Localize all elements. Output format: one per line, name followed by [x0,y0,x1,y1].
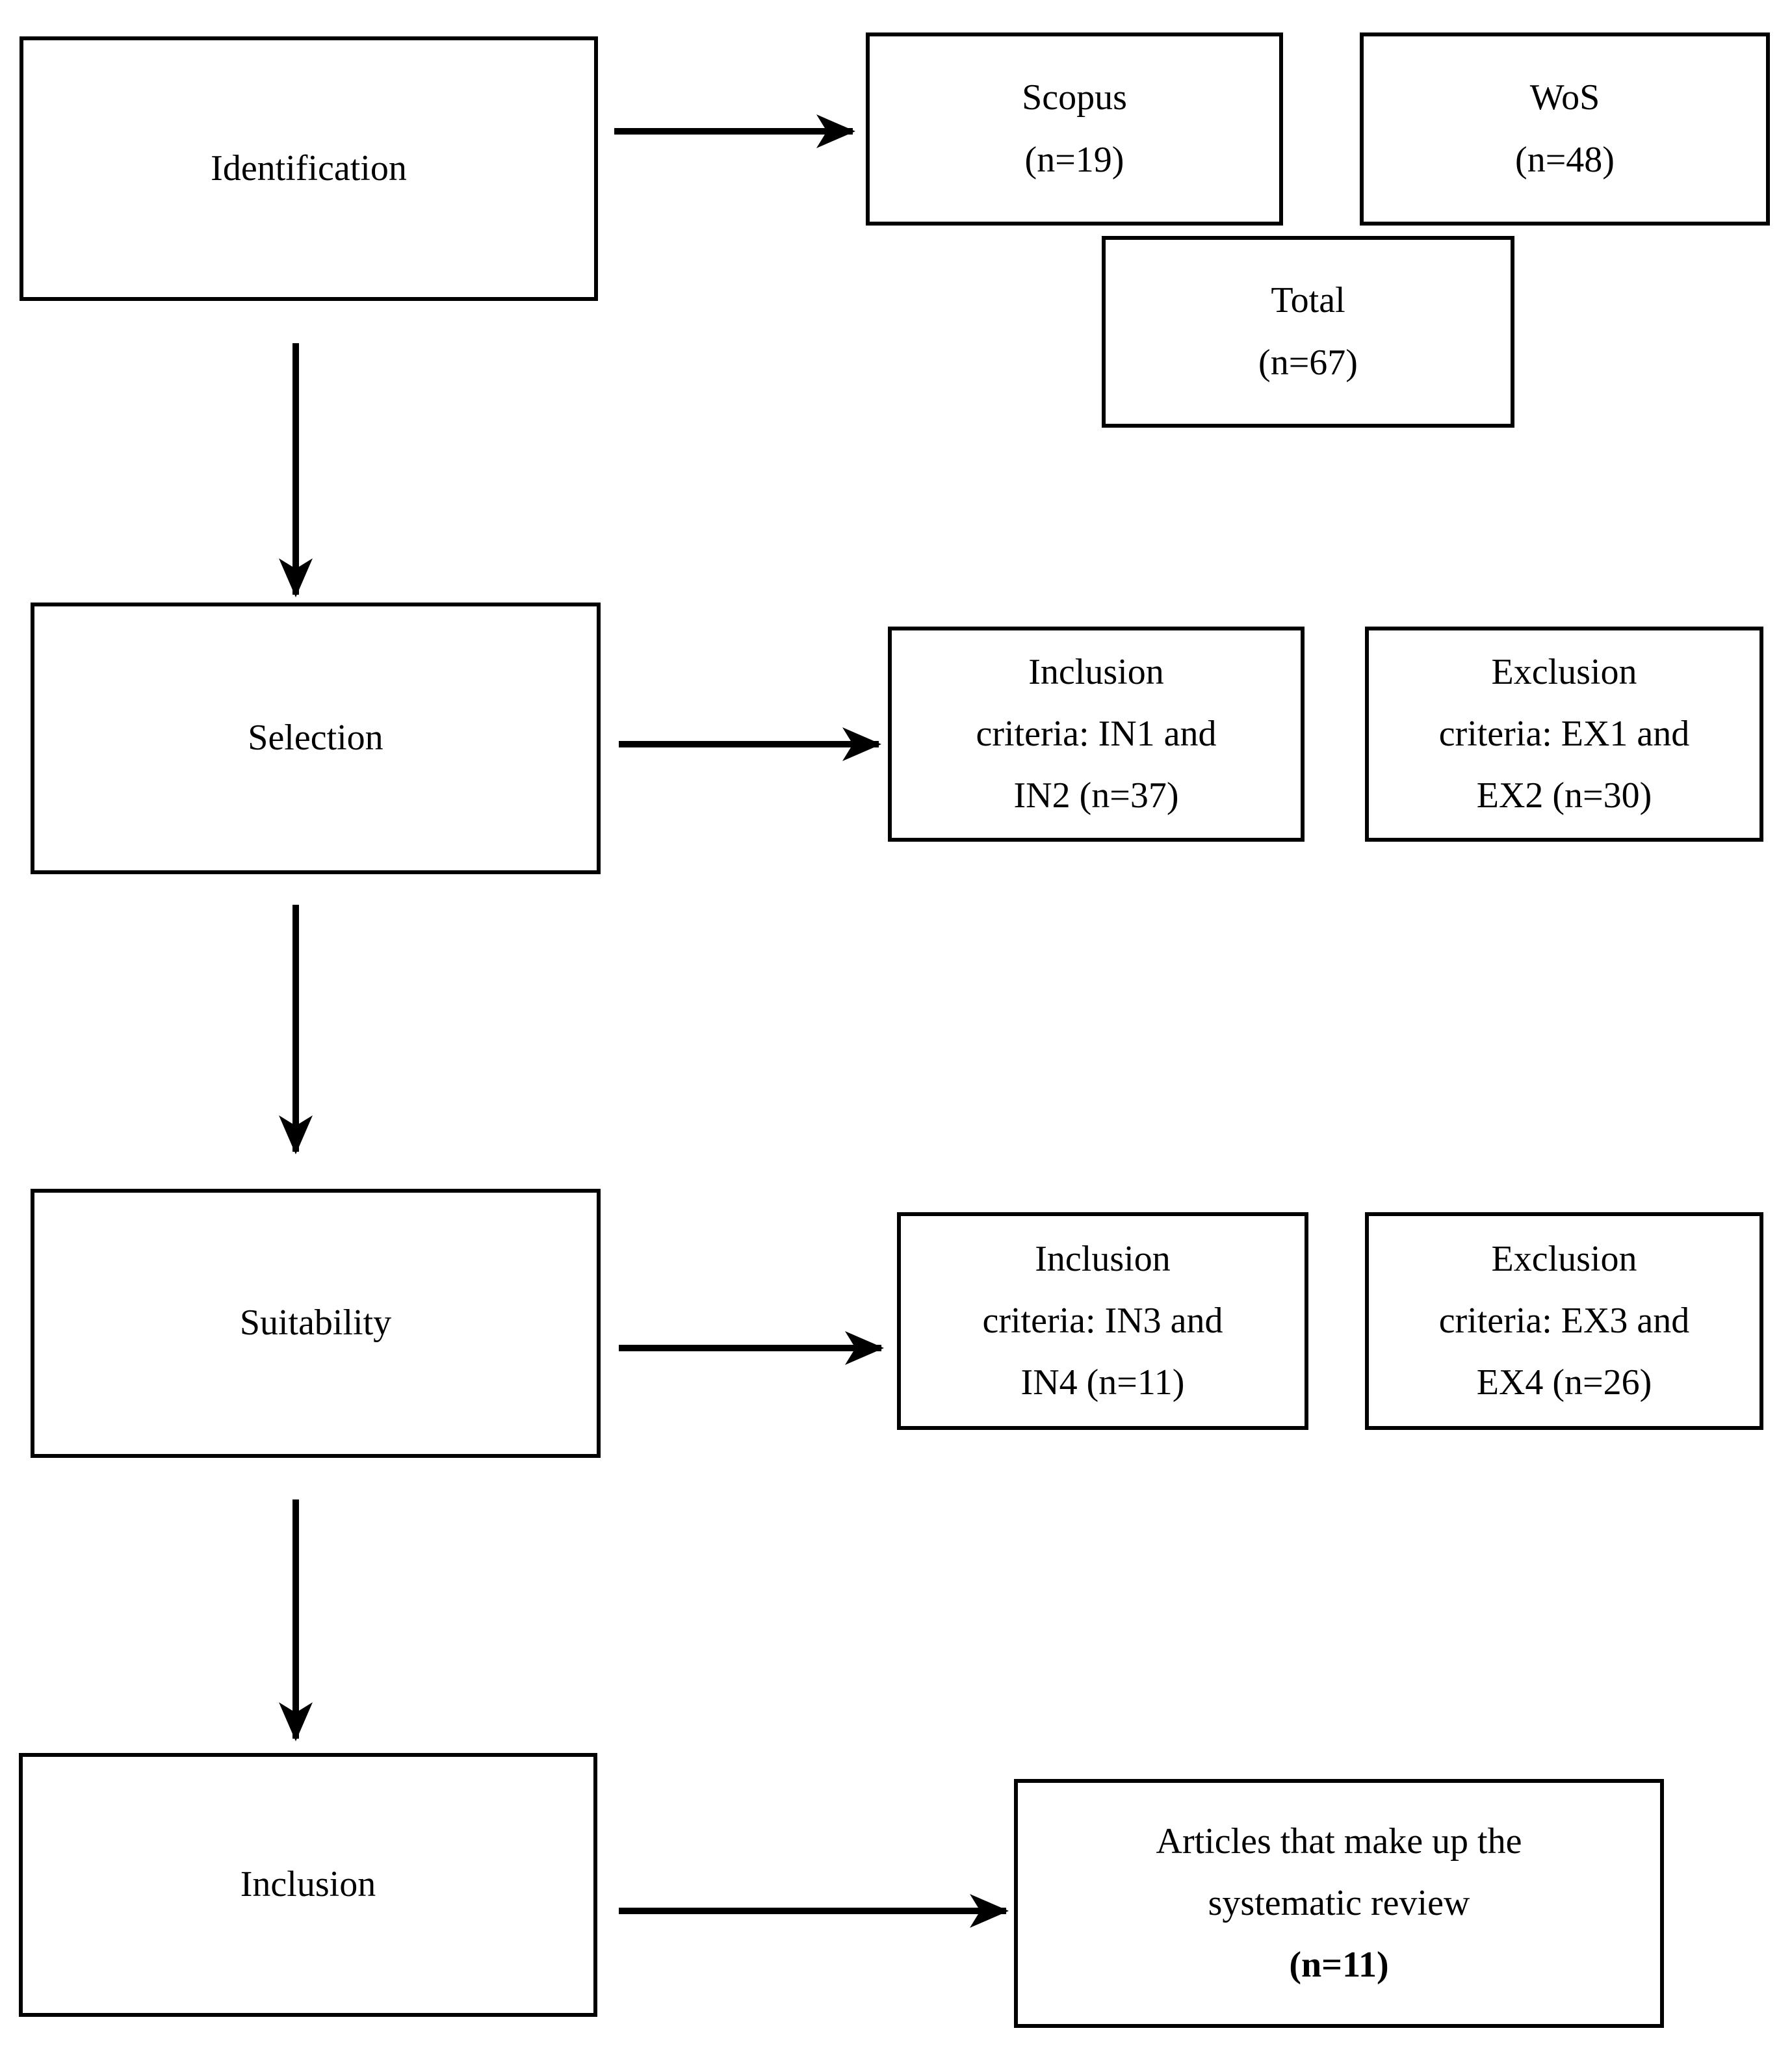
exclusion-criteria-1-line1: Exclusion [1491,651,1637,692]
exclusion-criteria-2-line3: EX4 (n=26) [1476,1362,1652,1403]
inclusion-stage-box: Inclusion [19,1753,597,2017]
exclusion-criteria-2-line2: criteria: EX3 and [1438,1300,1690,1341]
suitability-stage-box: Suitability [31,1189,601,1458]
selection-stage-label: Selection [248,718,383,759]
articles-line2: systematic review [1208,1882,1470,1923]
total-box: Total (n=67) [1102,236,1514,428]
inclusion-criteria-1-line1: Inclusion [1028,651,1164,692]
exclusion-criteria-1-box: Exclusion criteria: EX1 and EX2 (n=30) [1365,627,1763,842]
scopus-count: (n=19) [1024,139,1124,180]
wos-label: WoS [1529,77,1600,118]
selection-stage-box: Selection [31,603,601,874]
inclusion-criteria-2-line3: IN4 (n=11) [1020,1362,1185,1403]
identification-stage-label: Identification [211,148,407,188]
inclusion-criteria-2-box: Inclusion criteria: IN3 and IN4 (n=11) [897,1212,1308,1430]
wos-source-box: WoS (n=48) [1360,32,1770,226]
scopus-label: Scopus [1022,77,1127,118]
exclusion-criteria-1-line2: criteria: EX1 and [1438,713,1690,754]
total-count: (n=67) [1258,342,1358,383]
inclusion-criteria-2-line2: criteria: IN3 and [982,1300,1223,1341]
identification-stage-box: Identification [19,36,598,301]
suitability-stage-label: Suitability [239,1303,392,1343]
exclusion-criteria-2-line1: Exclusion [1491,1238,1637,1279]
articles-line1: Articles that make up the [1156,1821,1522,1862]
inclusion-criteria-1-line2: criteria: IN1 and [976,713,1217,754]
inclusion-criteria-1-line3: IN2 (n=37) [1013,775,1179,816]
wos-count: (n=48) [1515,139,1615,180]
inclusion-criteria-2-line1: Inclusion [1035,1238,1171,1279]
inclusion-stage-label: Inclusion [240,1864,376,1905]
scopus-source-box: Scopus (n=19) [866,32,1283,226]
total-label: Total [1271,280,1345,321]
articles-result-box: Articles that make up the systematic rev… [1014,1779,1664,2028]
exclusion-criteria-1-line3: EX2 (n=30) [1476,775,1652,816]
articles-count: (n=11) [1289,1945,1389,1986]
inclusion-criteria-1-box: Inclusion criteria: IN1 and IN2 (n=37) [888,627,1305,842]
exclusion-criteria-2-box: Exclusion criteria: EX3 and EX4 (n=26) [1365,1212,1763,1430]
